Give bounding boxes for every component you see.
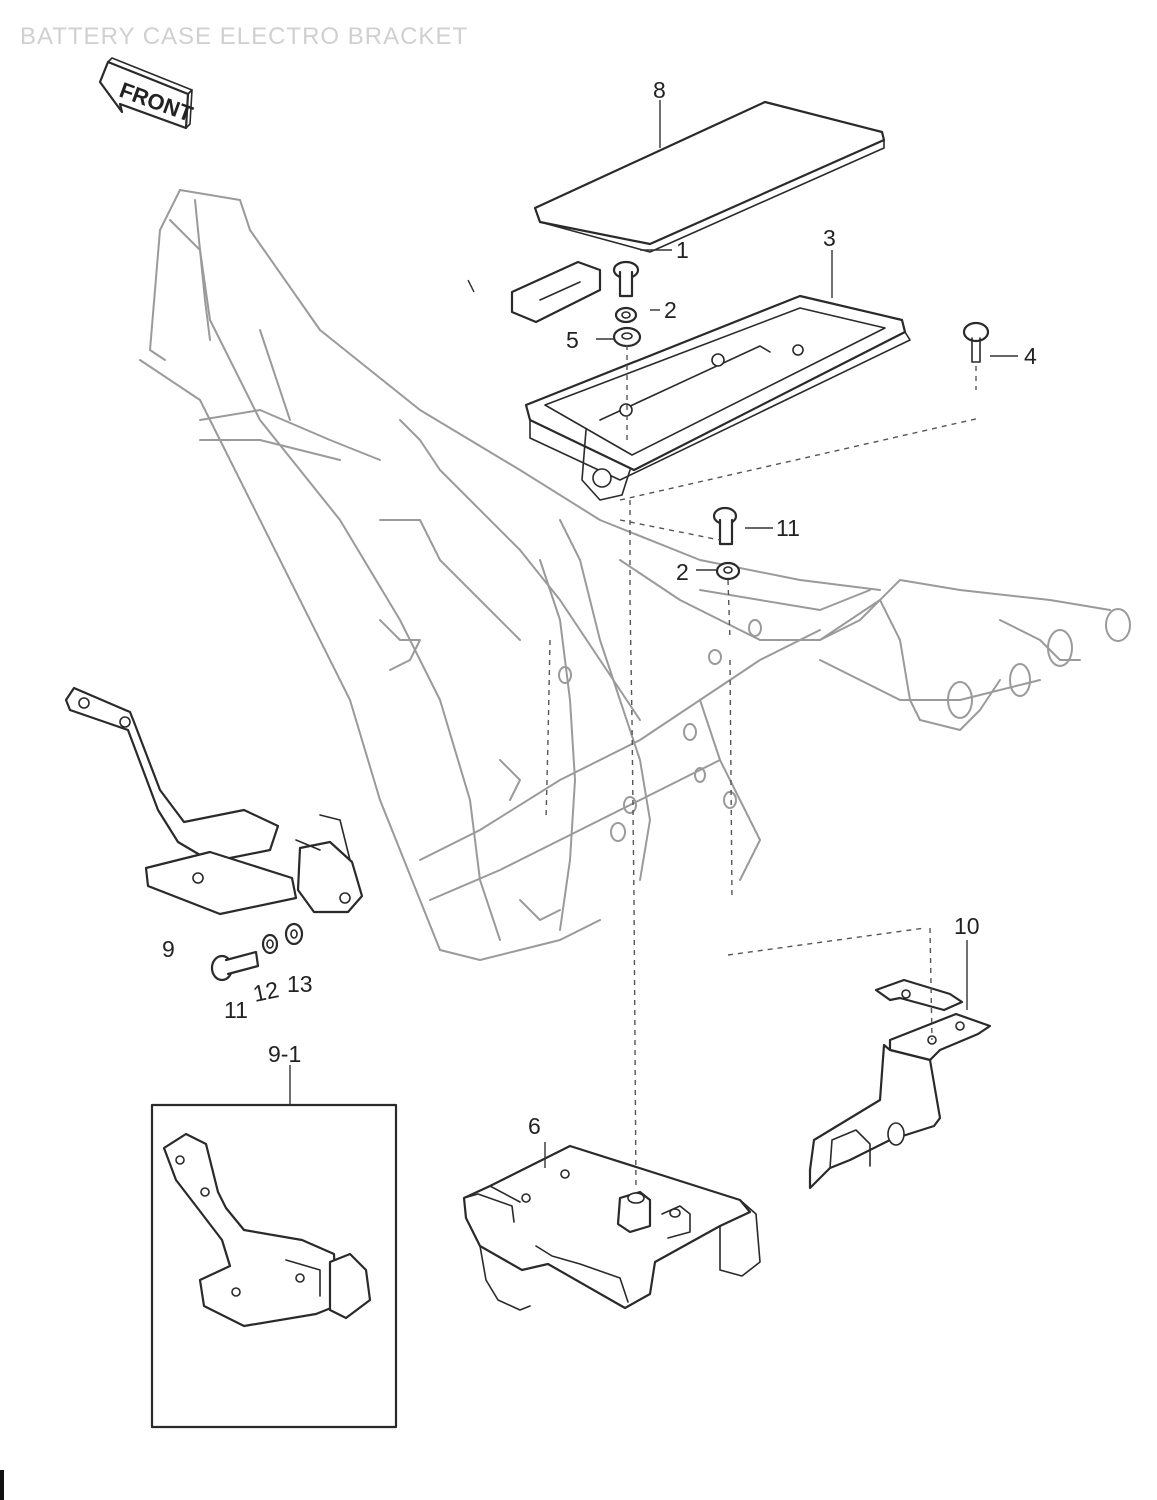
washer-part-2-top	[614, 306, 638, 324]
callout-12: 12	[251, 976, 281, 1007]
callout-11-bottom: 11	[224, 997, 248, 1023]
front-direction-badge: FRONT	[98, 57, 197, 130]
battery-case-part-3	[524, 294, 911, 501]
diagram-title: BATTERY CASE ELECTRO BRACKET	[20, 23, 468, 50]
callout-11-mid: 11	[776, 515, 800, 541]
washer-part-2-mid	[715, 561, 741, 581]
bracket-part-9	[64, 686, 364, 916]
callout-6: 6	[528, 1113, 541, 1139]
callout-8: 8	[653, 77, 666, 103]
callout-13: 13	[287, 971, 313, 997]
grommet-part-5	[612, 326, 642, 348]
callout-5: 5	[566, 327, 579, 353]
callout-10: 10	[954, 913, 980, 939]
bolt-part-11-mid	[712, 506, 738, 546]
inset-box-part-9-1	[150, 1103, 398, 1429]
callout-3: 3	[823, 225, 836, 251]
washer-part-13	[284, 922, 304, 946]
callout-labels: 8 3 1 2 5 4 11 2 10 9 11 12 13 9-1 6	[162, 77, 1037, 1139]
callout-2-top: 2	[664, 297, 677, 323]
bolt-part-11-bottom	[210, 950, 260, 982]
screw-part-4	[962, 321, 990, 363]
callout-2-mid: 2	[676, 559, 689, 585]
assembly-dashed-lines	[545, 345, 981, 1191]
battery-strap-block	[510, 260, 602, 324]
leader-lines	[289, 100, 1018, 1168]
washer-part-12	[261, 933, 279, 955]
callout-9: 9	[162, 936, 175, 962]
battery-pad-part-8	[533, 100, 886, 253]
bracket-part-10	[808, 978, 992, 1190]
callout-9-1: 9-1	[268, 1041, 301, 1067]
page-edge-mark	[0, 1470, 4, 1500]
callout-4: 4	[1024, 343, 1037, 369]
callout-1: 1	[676, 237, 689, 263]
screw-part-1	[612, 260, 640, 298]
motorcycle-frame	[139, 189, 1131, 961]
battery-holder-part-6	[462, 1144, 761, 1311]
